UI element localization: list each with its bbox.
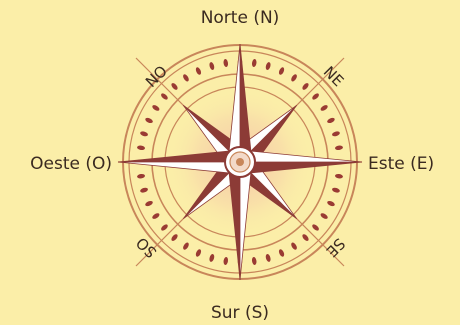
ring-dot	[331, 187, 340, 193]
ring-dot	[326, 117, 335, 124]
ring-dot	[320, 212, 329, 220]
ring-dot	[251, 257, 256, 266]
ring-dot	[195, 66, 202, 75]
ring-dot	[265, 253, 271, 262]
ring-dot	[290, 242, 298, 251]
ring-dot	[301, 233, 310, 242]
ring-dot	[335, 145, 344, 150]
label-east: Este (E)	[368, 154, 434, 174]
ring-dot	[170, 233, 179, 242]
ring-dot	[290, 73, 298, 82]
label-west: Oeste (O)	[30, 154, 112, 174]
label-southwest: SO	[133, 234, 161, 262]
ring-dot	[140, 131, 149, 137]
label-southeast: SE	[322, 234, 348, 260]
ring-dot	[160, 223, 169, 232]
label-northwest: NO	[142, 62, 171, 91]
label-north: Norte (N)	[201, 8, 280, 28]
ring-dot	[151, 212, 160, 220]
ring-dot	[137, 173, 146, 178]
ring-dot	[160, 92, 169, 101]
ring-dot	[223, 59, 228, 68]
ring-dot	[223, 257, 228, 266]
ring-dot	[301, 82, 310, 91]
label-northeast: NE	[320, 63, 347, 90]
ring-dot	[170, 82, 179, 91]
ring-dot	[151, 104, 160, 112]
ring-dot	[320, 104, 329, 112]
ring-dot	[144, 200, 153, 207]
ring-dot	[209, 62, 215, 71]
ring-dot	[182, 242, 190, 251]
ring-dot	[251, 59, 256, 68]
center-medallion	[225, 147, 255, 177]
ring-dot	[265, 62, 271, 71]
label-south: Sur (S)	[211, 303, 269, 323]
ring-dot	[335, 173, 344, 178]
ring-dot	[326, 200, 335, 207]
ring-dot	[278, 66, 285, 75]
ring-dot	[311, 92, 320, 101]
ring-dot	[144, 117, 153, 124]
ring-dot	[209, 253, 215, 262]
ring-dot	[331, 131, 340, 137]
ring-dot	[311, 223, 320, 232]
ring-dot	[140, 187, 149, 193]
ring-dot	[137, 145, 146, 150]
ring-dot	[182, 73, 190, 82]
ring-dot	[195, 248, 202, 257]
ring-dot	[278, 248, 285, 257]
